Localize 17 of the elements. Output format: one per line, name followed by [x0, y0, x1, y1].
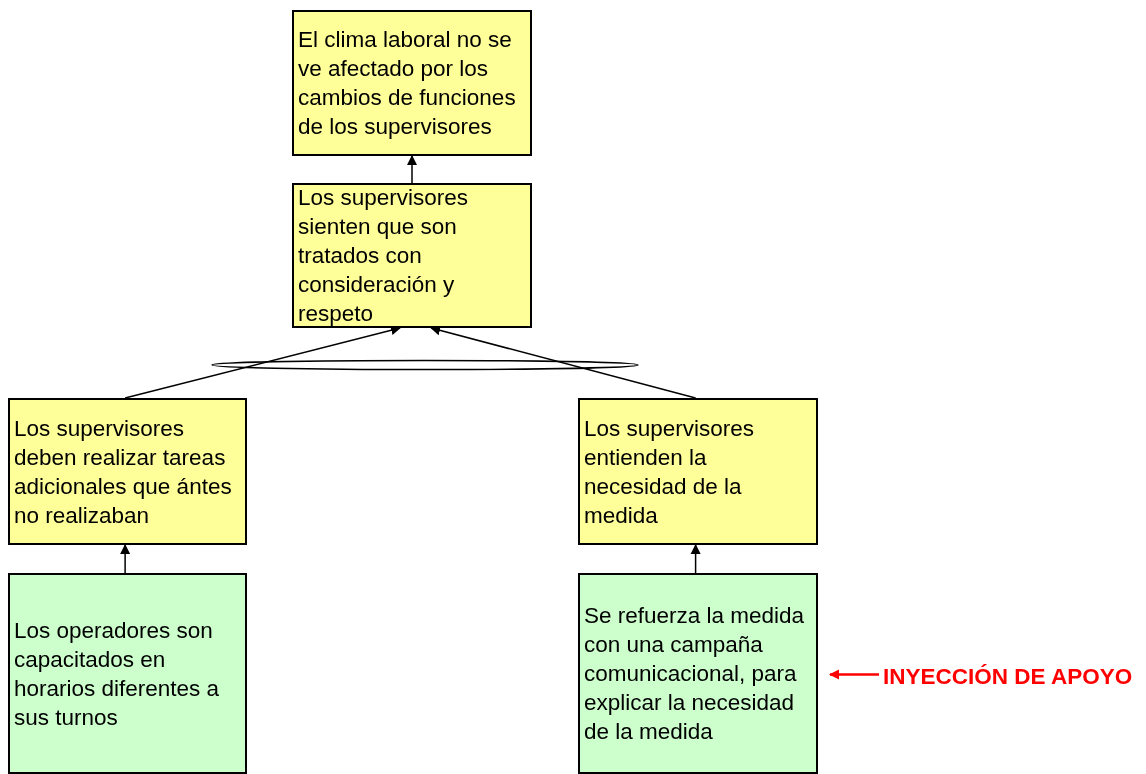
box-text: Los operadores son capacitados en horarios diferentes a sus turnos [14, 616, 221, 732]
annotation-text: INYECCIÓN DE APOYO [883, 662, 1133, 691]
box-text: Se refuerza la medida con una campaña comunicacional, para explicar la necesidad de la medida [584, 602, 806, 746]
action-box [578, 573, 818, 774]
box-text: Los supervisores sienten que son tratados con consideración y respeto [298, 184, 470, 328]
box-text: El clima laboral no se ve afectado por los cambios de funciones de los supervisores [298, 26, 517, 141]
action-box [8, 573, 247, 774]
arrow [829, 669, 879, 680]
arrow [407, 155, 417, 184]
effect-box [8, 398, 247, 545]
box-text: Los supervisores deben realizar tareas adicionales que ántes no realizaban [14, 414, 233, 530]
arrow [690, 544, 701, 574]
effect-box [578, 398, 818, 545]
box-text: Los supervisores entienden la necesidad de la medida [584, 414, 756, 530]
effect-box [292, 10, 532, 156]
effect-box [292, 183, 532, 328]
arrow [120, 544, 131, 574]
